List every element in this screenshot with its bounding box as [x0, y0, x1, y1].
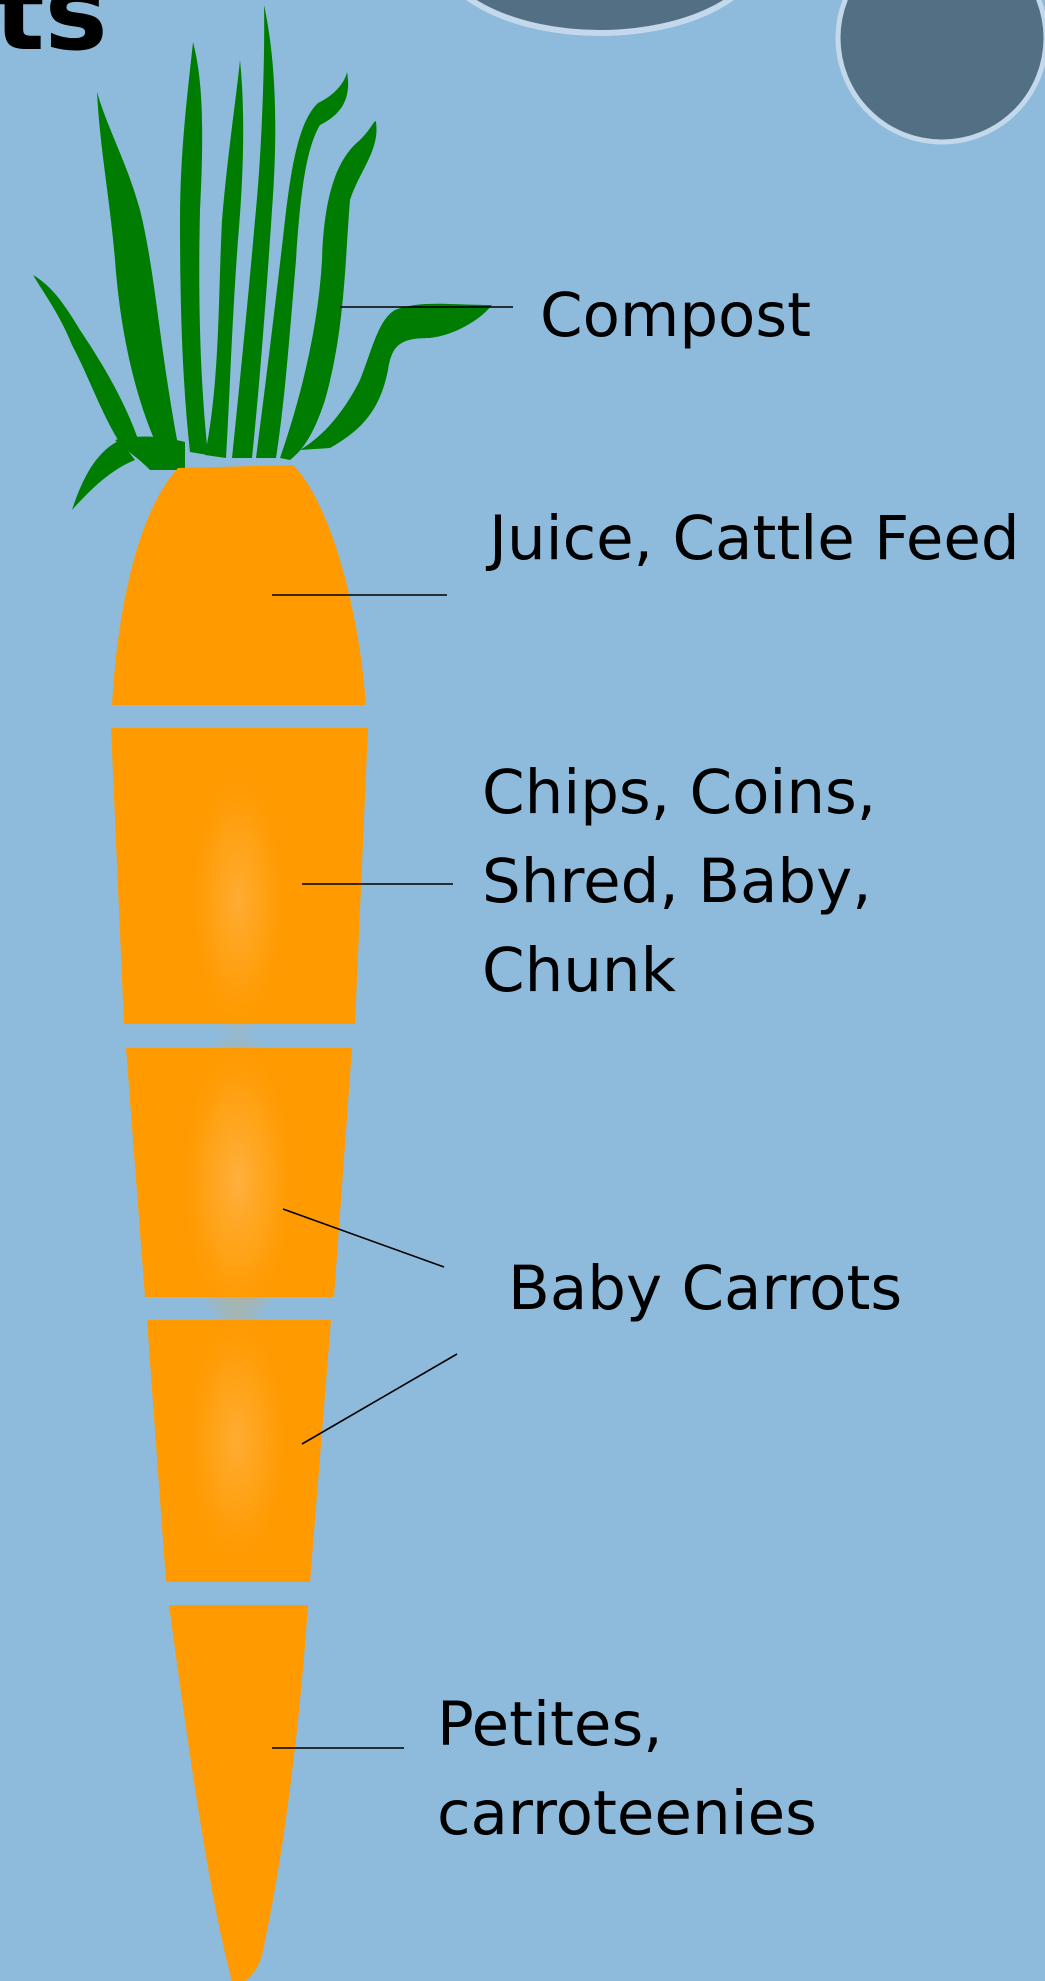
label-chips-coins-shred: Chips, Coins, Shred, Baby, Chunk [482, 748, 876, 1015]
decorative-circle-large [435, 0, 765, 33]
carrot-segment-tip [169, 1605, 308, 1981]
carrot-segment-top [112, 465, 366, 705]
label-compost: Compost [540, 271, 811, 360]
carrot-greens [33, 5, 492, 510]
label-baby-carrots: Baby Carrots [508, 1244, 902, 1333]
label-juice-cattle-feed: Juice, Cattle Feed [489, 494, 1020, 583]
slide-title-fragment: ts [0, 0, 108, 66]
label-petites-carroteenies: Petites, carroteenies [437, 1680, 817, 1858]
decorative-circle-small [838, 0, 1045, 142]
carrot-body [111, 465, 368, 1981]
